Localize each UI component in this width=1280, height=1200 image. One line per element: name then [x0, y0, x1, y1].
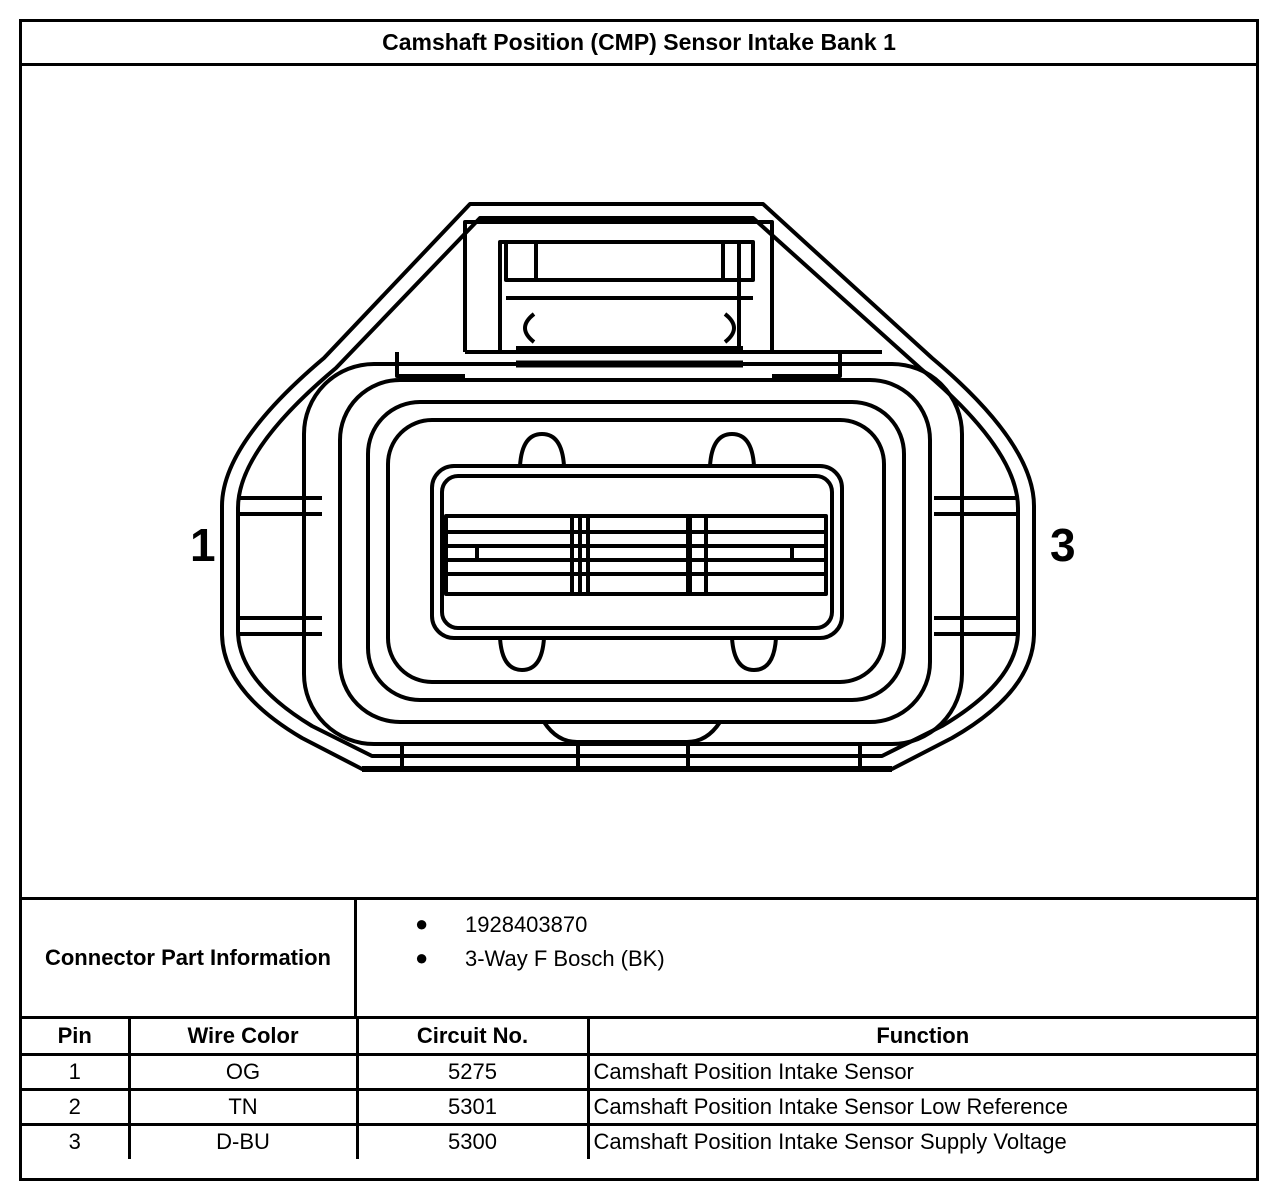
terminal-slot-2 — [578, 514, 690, 596]
connector-part-info-label: Connector Part Information — [22, 900, 357, 1016]
connector-part-info: Connector Part Information ● 1928403870 … — [22, 900, 1256, 1019]
terminal-slot-3 — [686, 514, 828, 596]
key-top-right — [708, 432, 756, 467]
connector-part-info-list: ● 1928403870 ● 3-Way F Bosch (BK) — [357, 900, 1256, 1016]
cell-function: Camshaft Position Intake Sensor — [586, 1052, 1256, 1091]
pin-table-header: Pin Wire Color Circuit No. Function — [22, 1019, 1256, 1056]
pin-1-label: 1 — [190, 519, 216, 571]
cell-circuit-no: 5300 — [355, 1122, 590, 1159]
key-bottom-right — [730, 637, 778, 672]
diagram-title: Camshaft Position (CMP) Sensor Intake Ba… — [22, 22, 1256, 66]
inner-housing-mid — [338, 378, 932, 724]
connector-diagram-frame: Camshaft Position (CMP) Sensor Intake Ba… — [19, 19, 1259, 1181]
terminal-cavity — [430, 464, 844, 640]
latch-housing — [463, 220, 774, 352]
latch-left-tab — [504, 240, 538, 282]
table-row: 2 TN 5301 Camshaft Position Intake Senso… — [22, 1087, 1256, 1126]
terminal-slot-1 — [444, 514, 582, 596]
pin-table: Pin Wire Color Circuit No. Function 1 OG… — [22, 1019, 1256, 1159]
latch-right-clip — [723, 312, 736, 344]
cell-function: Camshaft Position Intake Sensor Low Refe… — [586, 1087, 1256, 1126]
cell-function: Camshaft Position Intake Sensor Supply V… — [586, 1122, 1256, 1159]
header-circuit-no: Circuit No. — [355, 1019, 590, 1056]
bullet-icon: ● — [415, 945, 429, 970]
inner-housing-rim — [366, 400, 906, 702]
connector-face-drawing — [220, 202, 1036, 772]
cell-wire-color: TN — [127, 1087, 359, 1126]
connector-type-item: ● 3-Way F Bosch (BK) — [357, 945, 1256, 980]
connector-drawing-area: 1 3 — [22, 66, 1256, 900]
cell-wire-color: D-BU — [127, 1122, 359, 1159]
latch-left-clip — [523, 312, 536, 344]
connector-outer-shell-inner — [236, 216, 1020, 758]
cell-pin: 3 — [22, 1122, 131, 1159]
cell-circuit-no: 5275 — [355, 1052, 590, 1091]
cell-wire-color: OG — [127, 1052, 359, 1091]
header-function: Function — [586, 1019, 1256, 1056]
inner-housing-wall — [386, 418, 886, 684]
table-row: 1 OG 5275 Camshaft Position Intake Senso… — [22, 1052, 1256, 1091]
key-bottom-left — [498, 637, 546, 672]
header-pin: Pin — [22, 1019, 131, 1056]
pin-3-label: 3 — [1050, 519, 1076, 571]
connector-type: 3-Way F Bosch (BK) — [465, 946, 665, 971]
header-wire-color: Wire Color — [127, 1019, 359, 1056]
terminal-cavity-inner — [440, 474, 834, 630]
key-top-left — [518, 432, 566, 467]
part-number-item: ● 1928403870 — [357, 911, 1256, 946]
part-number: 1928403870 — [465, 912, 588, 937]
cell-pin: 2 — [22, 1087, 131, 1126]
table-row: 3 D-BU 5300 Camshaft Position Intake Sen… — [22, 1122, 1256, 1159]
cell-pin: 1 — [22, 1052, 131, 1091]
cell-circuit-no: 5301 — [355, 1087, 590, 1126]
bullet-icon: ● — [415, 911, 429, 936]
